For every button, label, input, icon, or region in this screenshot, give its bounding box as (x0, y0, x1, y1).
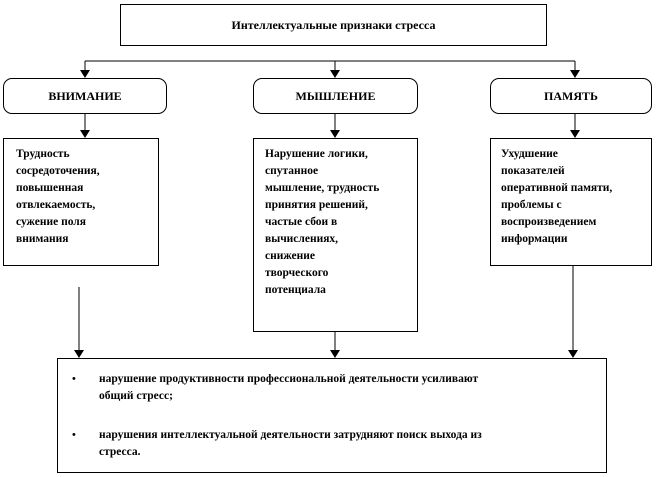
description-line: оперативной памяти, (501, 182, 613, 194)
description-line: Ухудшение (501, 148, 558, 160)
description-line: информации (501, 233, 568, 245)
description-line: вычислениях, (265, 233, 339, 245)
description-line: снижение (265, 250, 316, 262)
attention-description: Трудность сосредоточения, повышенная отв… (3, 138, 159, 266)
category-thinking: МЫШЛЕНИЕ (253, 78, 418, 114)
consequence-item: • нарушения интеллектуальной деятельност… (72, 427, 592, 461)
thinking-description: Нарушение логики, спутанное мышление, тр… (253, 138, 418, 332)
description-line: мышление, трудность (265, 182, 380, 194)
consequence-text-line: стресса. (99, 446, 141, 458)
description-line: повышенная (16, 182, 84, 194)
description-line: Трудность (16, 148, 70, 160)
description-line: воспроизведением (501, 216, 597, 228)
description-line: потенциала (265, 284, 326, 296)
description-line: сосредоточения, (16, 165, 100, 177)
description-line: проблемы с (501, 199, 562, 211)
description-line: принятия решений, (265, 199, 368, 211)
bullet-icon: • (72, 429, 76, 441)
diagram-title: Интеллектуальные признаки стресса (120, 4, 547, 46)
memory-description: Ухудшение показателей оперативной памяти… (490, 138, 652, 266)
description-line: Нарушение логики, (265, 148, 368, 160)
description-line: частые сбои в (265, 216, 338, 228)
consequence-text-line: общий стресс; (99, 390, 173, 402)
description-line: спутанное (265, 165, 319, 177)
category-attention: ВНИМАНИЕ (3, 78, 167, 114)
description-line: отвлекаемость, (16, 199, 96, 211)
consequence-text-line: нарушения интеллектуальной деятельности … (99, 429, 482, 441)
category-memory: ПАМЯТЬ (490, 78, 652, 114)
bullet-icon: • (72, 373, 76, 385)
description-line: творческого (265, 267, 329, 279)
description-line: сужение поля (16, 216, 86, 228)
consequence-text-line: нарушение продуктивности профессионально… (99, 373, 479, 385)
consequences-box: • нарушение продуктивности профессиональ… (57, 358, 607, 473)
consequence-item: • нарушение продуктивности профессиональ… (72, 371, 592, 405)
description-line: внимания (16, 233, 69, 245)
description-line: показателей (501, 165, 565, 177)
